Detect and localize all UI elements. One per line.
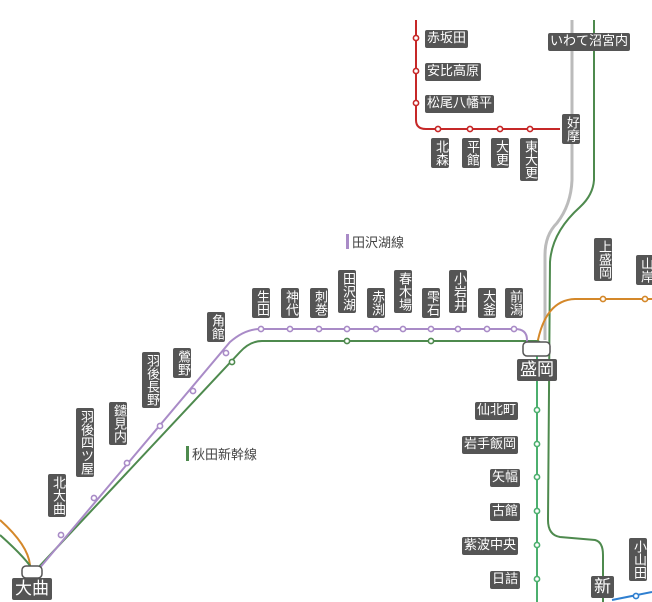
station-dot (90, 494, 98, 502)
station-label-obuke: 大更 (491, 138, 509, 168)
station-dot (343, 337, 351, 345)
station-dot (57, 531, 65, 539)
station-dot (315, 325, 323, 333)
station-dot (510, 325, 518, 333)
station-label-shiwachuo: 紫波中央 (462, 537, 519, 555)
blue-line (611, 591, 652, 601)
station-dot (454, 325, 462, 333)
tazawako-stations (57, 325, 518, 539)
tazawako-line-label: 田沢湖線 (352, 236, 405, 251)
tohoku-shinkansen-line (546, 20, 604, 602)
station-label-kitaomagari: 北大曲 (48, 474, 66, 517)
station-dot (533, 541, 541, 549)
station-dot (228, 358, 236, 366)
tohoku-honsen-stations (533, 406, 541, 583)
station-label-appikogen: 安比高原 (425, 63, 482, 81)
station-label-jindai: 神代 (281, 288, 299, 318)
station-label-ugoyotsuya: 羽後四ツ屋 (76, 408, 94, 477)
akita-shinkansen-line-title: 秋田新幹線 (186, 444, 257, 463)
station-dot (222, 349, 230, 357)
akita-shinkansen-line-label: 秋田新幹線 (192, 448, 258, 463)
station-dot (123, 459, 131, 467)
station-dot (156, 422, 164, 430)
station-dot (533, 575, 541, 583)
station-label-higashiobuke: 東大更 (520, 138, 538, 181)
station-label-shin: 新 (591, 576, 614, 598)
shinkansen-color-bar (186, 446, 189, 461)
station-label-morioka: 盛岡 (517, 359, 557, 381)
station-label-maegata: 前潟 (505, 288, 523, 318)
station-label-yahaba: 矢幅 (490, 469, 521, 487)
station-label-koiwai: 小岩井 (449, 270, 467, 313)
station-dot (189, 387, 197, 395)
hanawa-line (415, 20, 560, 130)
tazawako-line (34, 328, 528, 577)
station-label-furudate: 古館 (490, 503, 521, 521)
station-dot (286, 325, 294, 333)
station-dot (641, 295, 649, 303)
station-label-senbokucho: 仙北町 (475, 402, 519, 420)
station-dot (496, 125, 504, 133)
station-dot (533, 406, 541, 414)
station-label-tairadate: 平館 (462, 138, 480, 168)
station-label-tazawako: 田沢湖 (338, 270, 356, 313)
station-label-omagari: 大曲 (12, 578, 52, 600)
station-dot (412, 67, 420, 75)
station-label-sagino: 鶯野 (173, 348, 191, 378)
station-dot (533, 507, 541, 515)
station-label-hizume: 日詰 (490, 571, 521, 589)
station-label-koyamada: 小山田 (629, 538, 647, 581)
station-label-kakunodate: 角館 (207, 312, 225, 342)
station-label-matsuohachimantai: 松尾八幡平 (425, 95, 495, 113)
station-label-iwatenumakunai: いわて沼宮内 (548, 33, 631, 51)
iwate-ginga-line (543, 20, 574, 340)
station-label-shizukuishi: 雫石 (422, 288, 440, 318)
station-label-kotamori: 北森 (431, 138, 449, 168)
station-dot (483, 325, 491, 333)
tazawako-line-title: 田沢湖線 (346, 232, 404, 251)
station-label-okama: 大釜 (478, 288, 496, 318)
hanawa-stations (412, 34, 534, 133)
station-dot (632, 592, 640, 600)
station-dot (412, 34, 420, 42)
station-label-ushida: 生田 (252, 288, 270, 318)
station-dot (427, 337, 435, 345)
tazawako-color-bar (346, 234, 349, 249)
station-label-sasamaki: 刺巻 (310, 288, 328, 318)
station-dot (533, 473, 541, 481)
station-dot (599, 295, 607, 303)
station-dot (372, 325, 380, 333)
station-dot (343, 325, 351, 333)
morioka-station-marker (522, 341, 551, 357)
station-dot (412, 99, 420, 107)
station-label-iwateiioka: 岩手飯岡 (462, 436, 519, 454)
station-label-akasakata: 赤坂田 (425, 30, 469, 48)
station-label-yamagishi: 山岸 (636, 255, 652, 285)
station-dot (533, 440, 541, 448)
station-label-kamimorioka: 上盛岡 (594, 238, 612, 281)
yamada-line (536, 298, 652, 346)
station-dot (399, 325, 407, 333)
station-dot (434, 125, 442, 133)
omagari-station-marker (21, 565, 43, 579)
station-label-koma: 好摩 (562, 114, 580, 144)
station-dot (427, 325, 435, 333)
station-label-akabuchi: 赤渕 (367, 288, 385, 318)
ou-line (0, 519, 31, 572)
station-dot (257, 325, 265, 333)
station-label-ugonagano: 羽後長野 (142, 352, 160, 408)
station-dot (526, 125, 534, 133)
station-label-harukiba: 春木場 (394, 270, 412, 313)
station-label-kagamimiuchi: 鑓見内 (109, 402, 127, 445)
station-dot (466, 125, 474, 133)
